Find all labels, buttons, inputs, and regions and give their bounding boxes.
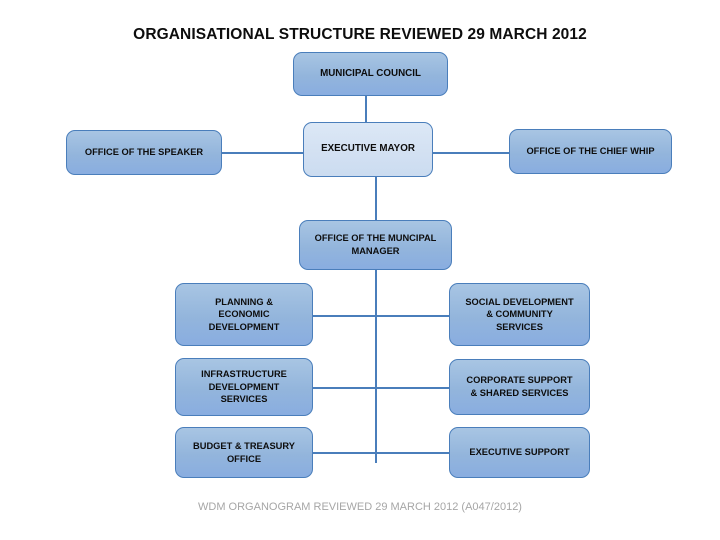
connector-council-to-mayor <box>365 95 367 123</box>
connector-row-2 <box>312 387 450 389</box>
node-planning-economic-development[interactable]: PLANNING & ECONOMIC DEVELOPMENT <box>175 283 313 346</box>
connector-mayor-to-municipal-manager <box>375 176 377 221</box>
node-infrastructure-development-services[interactable]: INFRASTRUCTURE DEVELOPMENT SERVICES <box>175 358 313 416</box>
node-social-development-community-services[interactable]: SOCIAL DEVELOPMENT & COMMUNITY SERVICES <box>449 283 590 346</box>
node-office-of-the-municipal-manager[interactable]: OFFICE OF THE MUNCIPAL MANAGER <box>299 220 452 270</box>
node-office-of-the-speaker[interactable]: OFFICE OF THE SPEAKER <box>66 130 222 175</box>
node-executive-support[interactable]: EXECUTIVE SUPPORT <box>449 427 590 478</box>
node-office-of-the-chief-whip[interactable]: OFFICE OF THE CHIEF WHIP <box>509 129 672 174</box>
connector-row-3 <box>312 452 450 454</box>
connector-mayor-to-speaker <box>221 152 304 154</box>
node-municipal-council[interactable]: MUNICIPAL COUNCIL <box>293 52 448 96</box>
connector-row-1 <box>312 315 450 317</box>
connector-spine-departments <box>375 269 377 463</box>
node-corporate-support-shared-services[interactable]: CORPORATE SUPPORT & SHARED SERVICES <box>449 359 590 415</box>
node-executive-mayor[interactable]: EXECUTIVE MAYOR <box>303 122 433 177</box>
connector-mayor-to-chief-whip <box>432 152 510 154</box>
footer-note: WDM ORGANOGRAM REVIEWED 29 MARCH 2012 (A… <box>198 501 522 513</box>
page-title: ORGANISATIONAL STRUCTURE REVIEWED 29 MAR… <box>133 26 587 43</box>
node-budget-treasury-office[interactable]: BUDGET & TREASURY OFFICE <box>175 427 313 478</box>
